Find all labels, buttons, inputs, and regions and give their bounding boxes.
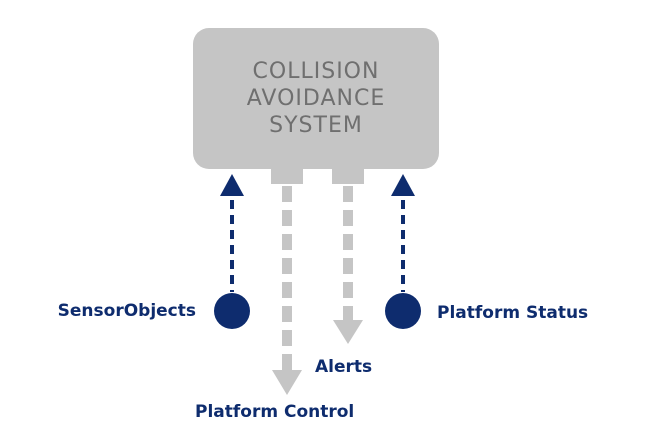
sensor-objects-node (214, 293, 250, 329)
sensor-objects-arrowhead (220, 174, 244, 196)
system-title-line-3: SYSTEM (269, 113, 363, 138)
platform-status-node (385, 293, 421, 329)
system-title-line-2: AVOIDANCE (246, 86, 386, 111)
platform-control-arrowhead (272, 370, 302, 395)
platform-control-port (271, 169, 303, 184)
collision-avoidance-system-box: COLLISION AVOIDANCE SYSTEM (193, 28, 439, 169)
sensor-objects-label: SensorObjects (57, 301, 196, 321)
alerts-label: Alerts (315, 357, 373, 377)
platform-status-label: Platform Status (437, 303, 589, 323)
alerts-port (332, 169, 364, 184)
platform-control-label: Platform Control (195, 402, 355, 422)
platform-status-arrowhead (391, 174, 415, 196)
system-title-line-1: COLLISION (252, 59, 380, 84)
alerts-arrowhead (333, 320, 363, 344)
